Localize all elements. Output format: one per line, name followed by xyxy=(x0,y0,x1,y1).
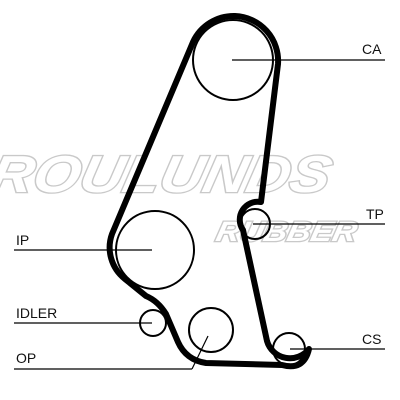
pulleys xyxy=(115,19,306,366)
label-op: OP xyxy=(16,350,36,366)
timing-belt xyxy=(106,12,312,370)
pulley-crankshaft xyxy=(272,332,306,366)
label-tp: TP xyxy=(366,206,384,222)
watermark-brand: ROULUNDS xyxy=(0,146,337,204)
watermark: ROULUNDS RUBBER xyxy=(0,144,362,248)
pulley-tensioner xyxy=(239,208,271,240)
label-ip: IP xyxy=(16,232,29,248)
pulley-intermediate xyxy=(115,210,195,290)
watermark-sub: RUBBER xyxy=(214,215,361,247)
pulley-camshaft xyxy=(192,19,274,101)
pulley-idler xyxy=(139,309,167,337)
label-idler: IDLER xyxy=(16,305,57,321)
label-ca: CA xyxy=(362,41,382,57)
leader-op-diagonal xyxy=(191,335,209,370)
label-cs: CS xyxy=(362,331,381,347)
pulley-oil-pump xyxy=(188,307,234,353)
component-labels: CA TP IP IDLER OP CS xyxy=(16,41,384,366)
